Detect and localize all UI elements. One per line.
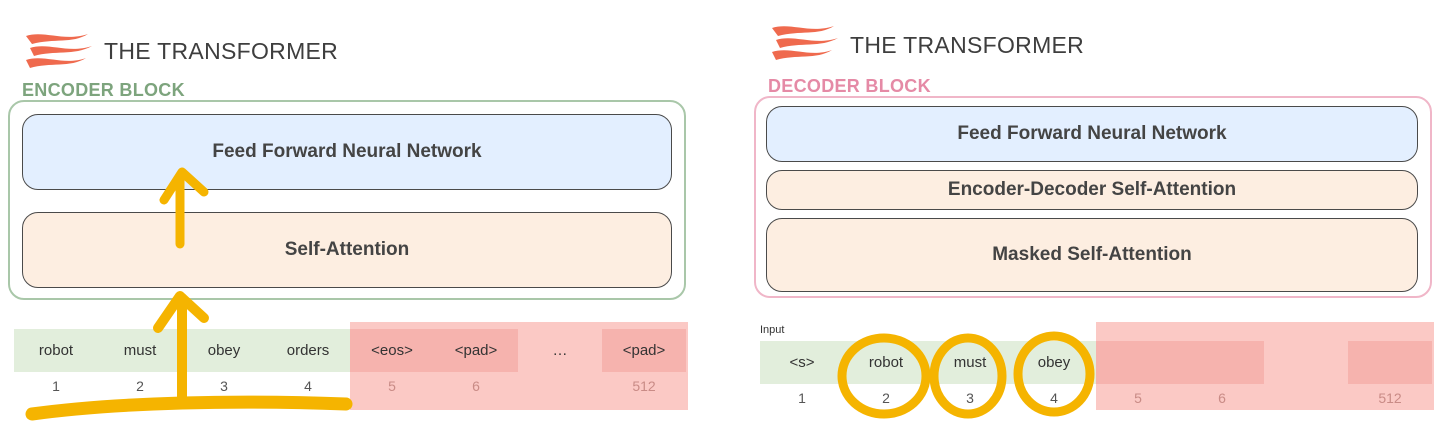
self-attention-layer: Self-Attention: [22, 212, 672, 288]
position-number: 512: [632, 378, 656, 394]
token-cell: [1348, 341, 1432, 384]
feed-forward-layer: Feed Forward Neural Network: [766, 106, 1418, 162]
token-cell: <pad>: [434, 329, 518, 372]
flame-logo-icon: [26, 34, 92, 68]
token-cell: must: [928, 341, 1012, 384]
position-number: 2: [882, 390, 890, 406]
token-cell: obey: [182, 329, 266, 372]
decoder-block-label: DECODER BLOCK: [768, 76, 931, 96]
token-cell: <eos>: [350, 329, 434, 372]
position-number: 5: [388, 378, 396, 394]
position-number: 1: [52, 378, 60, 394]
masked-self-attention-layer: Masked Self-Attention: [766, 218, 1418, 292]
encoder-decoder-attention-layer: Encoder-Decoder Self-Attention: [766, 170, 1418, 210]
token-cell: orders: [266, 329, 350, 372]
position-number: 512: [1378, 390, 1402, 406]
position-number: 1: [798, 390, 806, 406]
decoder-block: [754, 96, 1432, 298]
position-number: 6: [1218, 390, 1226, 406]
position-number: 4: [1050, 390, 1058, 406]
position-number: 5: [1134, 390, 1142, 406]
token-cell: must: [98, 329, 182, 372]
token-cell: [1264, 341, 1348, 384]
token-cell: …: [518, 329, 602, 372]
token-cell: robot: [14, 329, 98, 372]
token-cell: obey: [1012, 341, 1096, 384]
encoder-block: [8, 100, 686, 300]
page-title: THE TRANSFORMER: [850, 32, 1085, 58]
token-cell: <pad>: [602, 329, 686, 372]
position-number: 3: [220, 378, 228, 394]
page-title: THE TRANSFORMER: [104, 38, 339, 64]
encoder-block-label: ENCODER BLOCK: [22, 80, 185, 100]
token-cell: robot: [844, 341, 928, 384]
feed-forward-layer: Feed Forward Neural Network: [22, 114, 672, 190]
token-cell: [1180, 341, 1264, 384]
position-number: 4: [304, 378, 312, 394]
position-number: 2: [136, 378, 144, 394]
token-cell: [1096, 341, 1180, 384]
encoder-panel: THE TRANSFORMER ENCODER BLOCK Feed Forwa…: [0, 0, 720, 430]
position-number: 6: [472, 378, 480, 394]
position-number: 3: [966, 390, 974, 406]
decoder-panel: THE TRANSFORMER DECODER BLOCK Feed Forwa…: [740, 0, 1443, 430]
token-cell: <s>: [760, 341, 844, 384]
input-label: Input: [760, 324, 785, 336]
flame-logo-icon: [772, 26, 838, 60]
